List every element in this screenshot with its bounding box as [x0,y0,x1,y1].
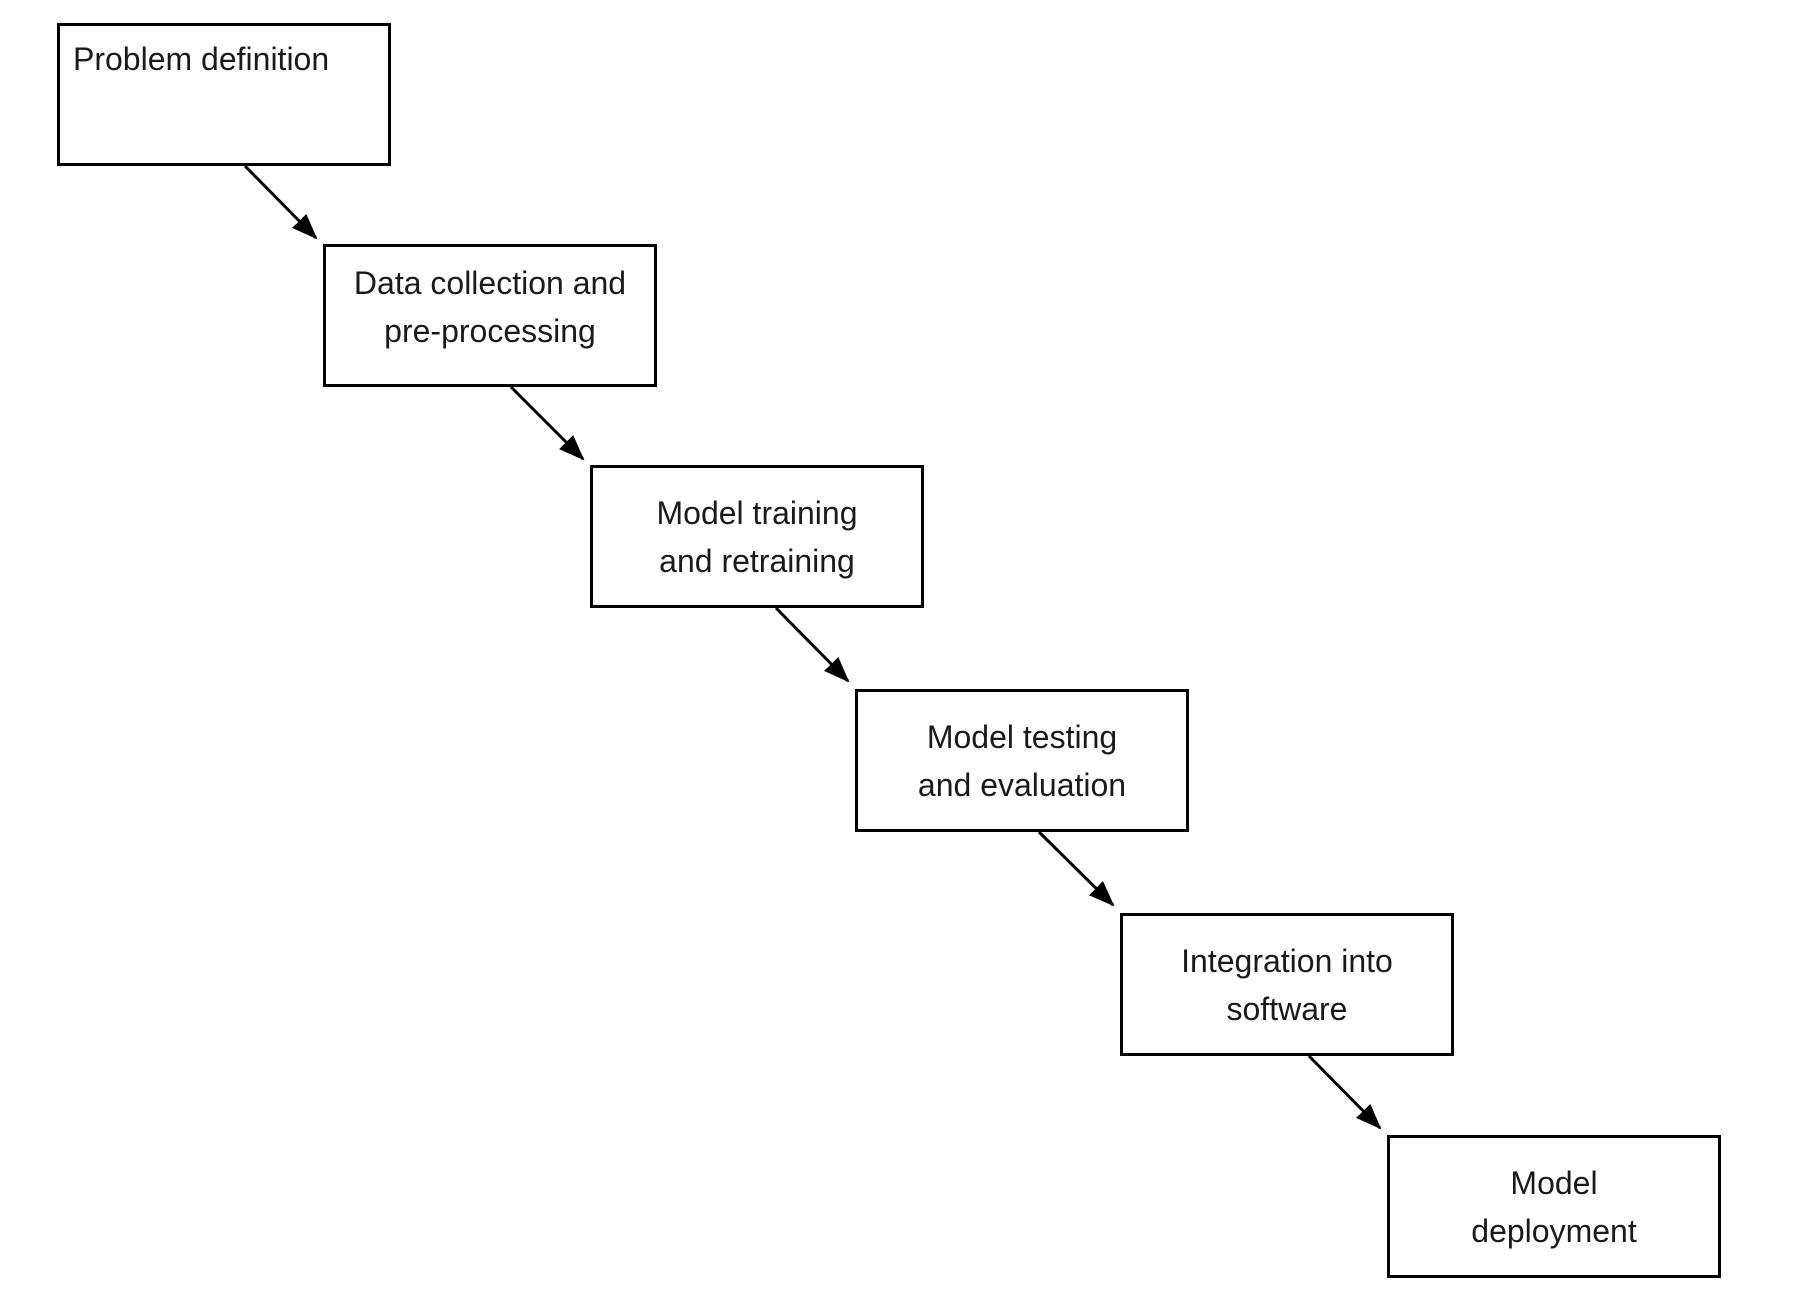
flow-node-model-deployment: Model deployment [1387,1135,1721,1278]
flow-node-label: Model testing and evaluation [917,718,1127,803]
flow-node-model-testing: Model testing and evaluation [855,689,1189,832]
arrow-testing-to-integration [1037,830,1115,907]
flow-node-data-collection: Data collection and pre-processing [323,244,657,387]
flow-node-problem-definition: Problem definition [57,23,391,166]
arrow-integration-to-deploy [1307,1054,1382,1130]
flow-node-label: Integration into software [1181,942,1393,1027]
arrow-data-to-training [509,385,585,461]
arrow-problem-to-data [243,164,318,240]
flow-node-label: Data collection and pre-processing [353,265,627,349]
flow-node-integration: Integration into software [1120,913,1454,1056]
arrow-training-to-testing [774,606,850,683]
flow-node-model-training: Model training and retraining [590,465,924,608]
flow-node-label: Problem definition [73,41,330,77]
flow-node-label: Model deployment [1471,1164,1637,1249]
flow-node-label: Model training and retraining [656,494,858,579]
